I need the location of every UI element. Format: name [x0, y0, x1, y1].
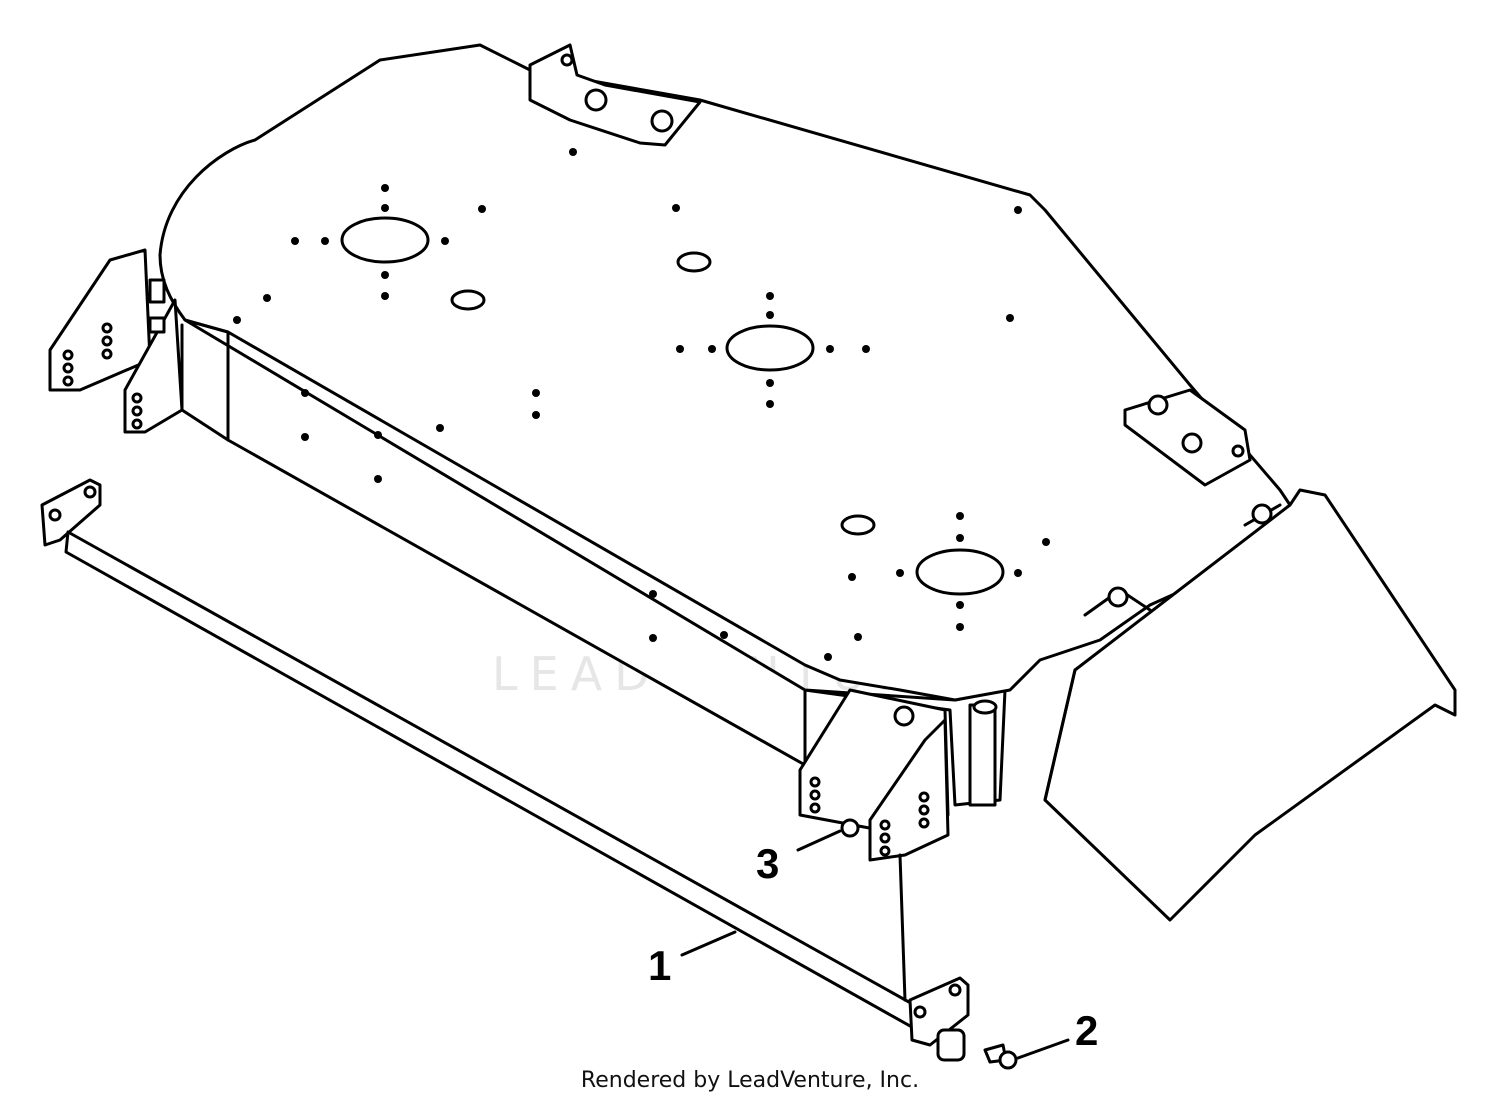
- callout-leaders: [680, 829, 1070, 1060]
- footer-credit: Rendered by LeadVenture, Inc.: [580, 1068, 920, 1093]
- rear-bracket-right: [1123, 388, 1252, 487]
- callout-3: 3: [756, 840, 779, 887]
- right-hanger-brackets: [798, 688, 998, 862]
- left-hanger-brackets: [48, 248, 184, 434]
- callout-1: 1: [648, 942, 671, 989]
- spindle-holes: [340, 216, 1005, 596]
- rear-bracket-top: [528, 43, 702, 147]
- front-rod-assembly: [40, 478, 970, 1062]
- callout-2: 2: [1075, 1007, 1098, 1054]
- nut-part-3: [840, 818, 860, 838]
- bolt-holes: [233, 148, 1050, 661]
- bolt-part-2: [983, 1043, 1018, 1070]
- discharge-chute: [1043, 488, 1457, 922]
